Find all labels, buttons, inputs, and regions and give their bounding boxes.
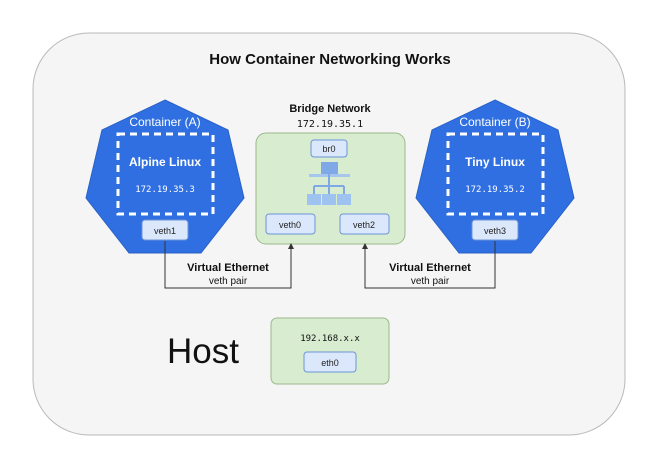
container-b-ip: 172.19.35.2 xyxy=(465,185,525,195)
veth-left-subtitle: veth pair xyxy=(209,276,248,287)
bridge-br0[interactable] xyxy=(310,139,348,158)
bridge-port-veth0-label: veth0 xyxy=(279,220,301,230)
veth-right-title: Virtual Ethernet xyxy=(389,262,471,274)
container-b: Container (B) Tiny Linux 172.19.35.2 vet… xyxy=(415,99,575,254)
container-b-os-box xyxy=(446,132,545,216)
host-nic-port-label: eth0 xyxy=(321,358,339,368)
container-a-os-box xyxy=(116,132,215,216)
container-b-port[interactable] xyxy=(471,219,519,241)
diagram-title: How Container Networking Works xyxy=(209,51,450,68)
host-nic-ip: 192.168.x.x xyxy=(300,334,360,344)
host-nic-port[interactable] xyxy=(303,351,357,373)
container-a-title: Container (A) xyxy=(129,115,200,129)
network-hierarchy-icon xyxy=(307,162,351,205)
bridge-ip: 172.19.35.1 xyxy=(297,119,363,130)
container-b-os: Tiny Linux xyxy=(465,155,525,169)
host-nic-box xyxy=(270,317,390,385)
container-a-os: Alpine Linux xyxy=(129,155,201,169)
veth-left-title: Virtual Ethernet xyxy=(187,262,269,274)
container-a-port-label: veth1 xyxy=(154,226,176,236)
container-a-port[interactable] xyxy=(141,219,189,241)
container-b-port-label: veth3 xyxy=(484,226,506,236)
veth-right-subtitle: veth pair xyxy=(411,276,450,287)
bridge-port-veth2[interactable] xyxy=(339,213,390,235)
bridge-port-veth2-label: veth2 xyxy=(353,220,375,230)
veth-left-connector: Virtual Ethernet veth pair xyxy=(164,241,294,289)
host-nic: 192.168.x.x eth0 xyxy=(270,317,390,385)
bridge-port-veth0[interactable] xyxy=(265,213,316,235)
bridge-br0-label: br0 xyxy=(322,144,335,154)
veth-right-connector: Virtual Ethernet veth pair xyxy=(362,241,496,289)
host-label: Host xyxy=(167,332,239,371)
bridge-title: Bridge Network xyxy=(289,103,371,115)
container-a-ip: 172.19.35.3 xyxy=(135,185,195,195)
container-b-title: Container (B) xyxy=(459,115,530,129)
bridge-network: br0 veth0 veth2 xyxy=(255,132,406,245)
